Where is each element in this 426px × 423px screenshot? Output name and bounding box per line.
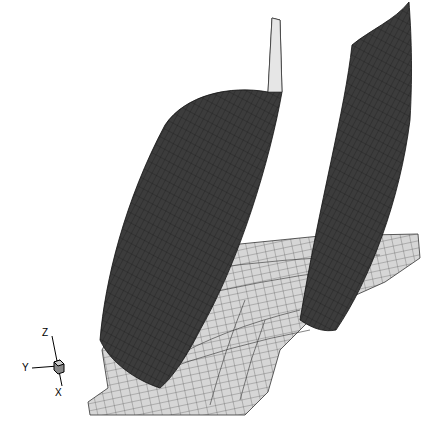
axis-triad <box>32 336 64 386</box>
axis-label: Y <box>22 363 29 373</box>
axis-label: X <box>55 388 62 398</box>
axis-label: Z <box>42 328 48 338</box>
left-blade-tip <box>268 18 282 92</box>
right-blade <box>300 2 412 331</box>
left-blade <box>100 18 282 388</box>
